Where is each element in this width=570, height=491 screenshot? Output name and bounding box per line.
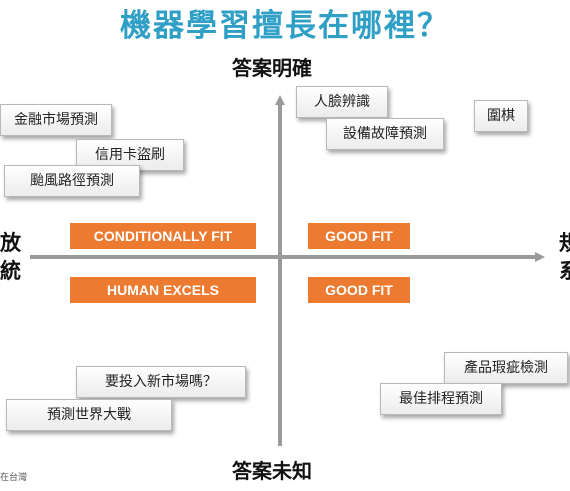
note-equipment-failure: 設備故障預測 — [326, 118, 444, 150]
note-optimal-scheduling: 最佳排程預測 — [380, 383, 502, 415]
note-typhoon-path: 颱風路徑預測 — [4, 165, 140, 197]
left-axis-label-line-2: 統 — [0, 259, 21, 283]
left-axis-label-line-1: 放 — [0, 231, 21, 255]
diagram-title: 機器學習擅長在哪裡？ — [120, 8, 450, 44]
right-axis-label-line-2: 系 — [559, 259, 570, 283]
note-go-game: 圍棋 — [474, 100, 528, 132]
note-new-market: 要投入新市場嗎？ — [76, 366, 246, 398]
quadrant-label-bottom-right: GOOD FIT — [308, 277, 410, 303]
quadrant-label-bottom-left: HUMAN EXCELS — [70, 277, 256, 303]
note-face-recognition: 人臉辨識 — [296, 86, 388, 118]
bottom-axis-label: 答案未知 — [232, 459, 312, 483]
quadrant-label-top-left: CONDITIONALLY FIT — [70, 223, 256, 249]
footnote: 在台灣 — [0, 473, 28, 483]
note-product-defect: 產品瑕疵檢測 — [444, 352, 568, 384]
quadrant-label-top-right: GOOD FIT — [308, 223, 410, 249]
right-axis-label-line-1: 規 — [559, 231, 570, 255]
note-financial-market: 金融市場預測 — [0, 104, 112, 136]
top-axis-label: 答案明確 — [232, 56, 312, 80]
note-world-war: 預測世界大戰 — [6, 399, 172, 431]
